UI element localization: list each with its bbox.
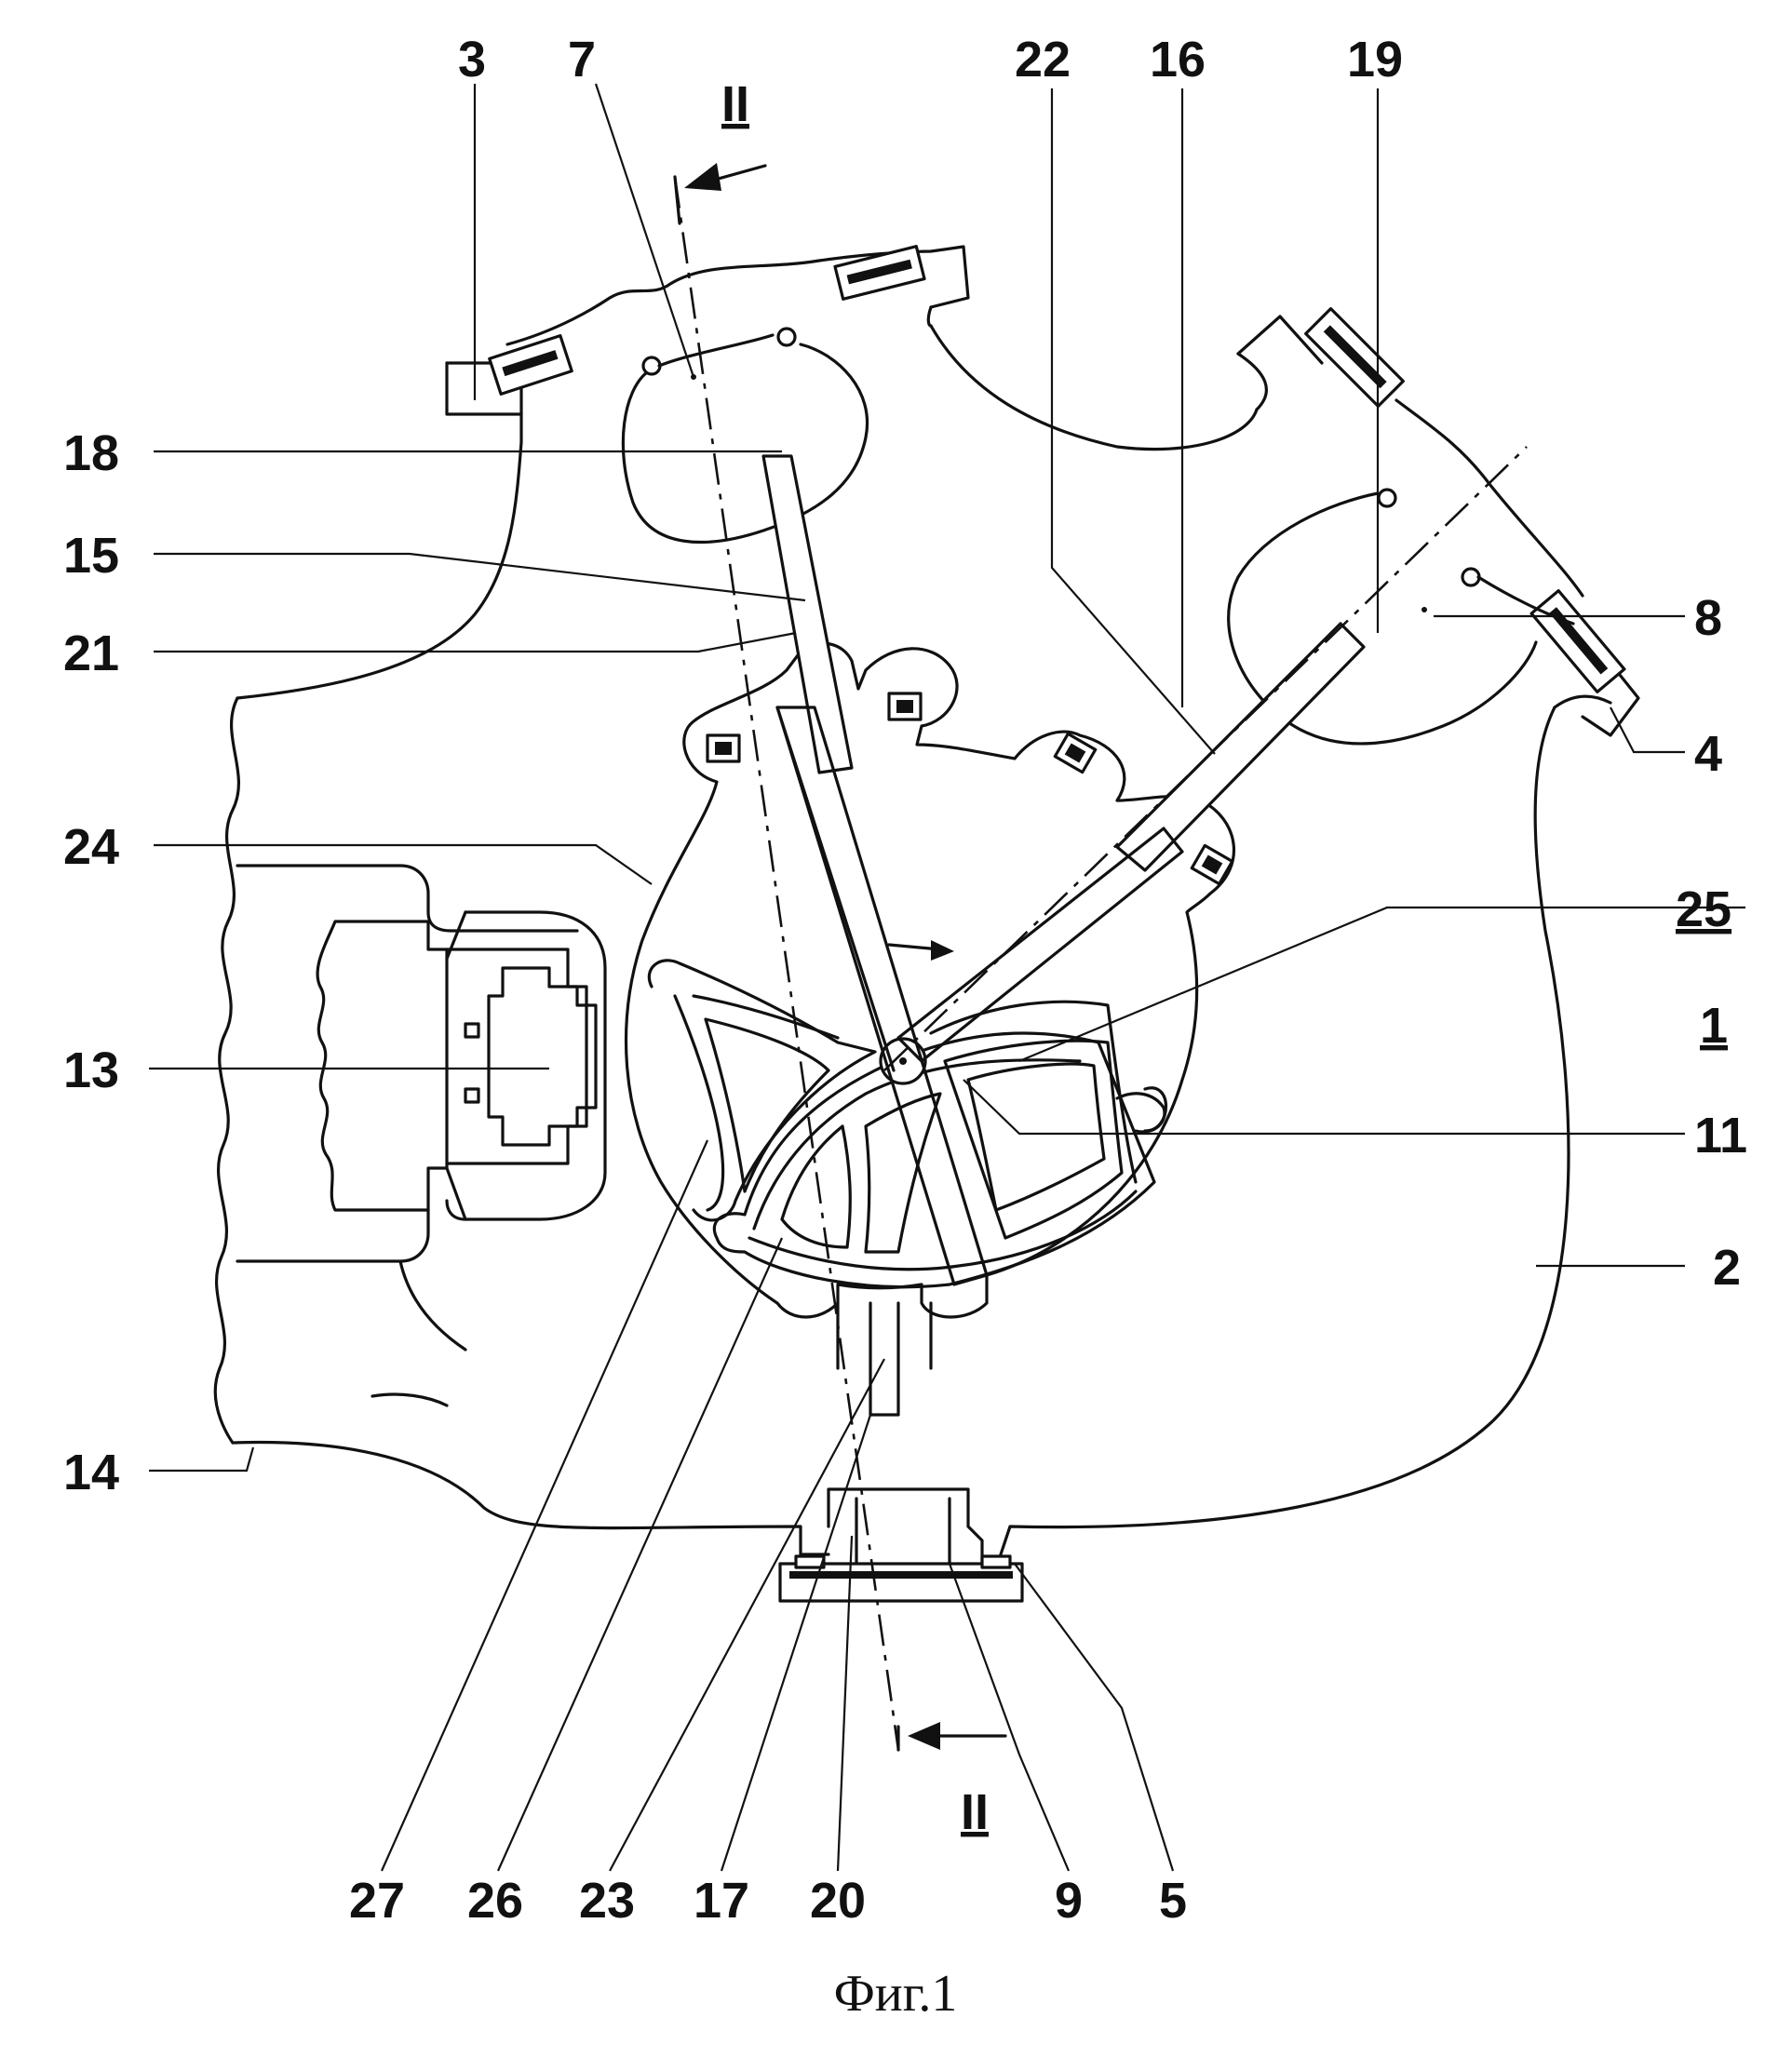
label-1: 1 xyxy=(1700,998,1728,1054)
label-25: 25 xyxy=(1676,881,1731,937)
label-20: 20 xyxy=(810,1873,866,1929)
label-15: 15 xyxy=(63,528,119,584)
label-11: 11 xyxy=(1694,1108,1747,1163)
housing-outline xyxy=(215,326,1610,1554)
label-24: 24 xyxy=(63,819,119,875)
label-4: 4 xyxy=(1694,726,1722,782)
stem-16 xyxy=(898,624,1364,1061)
label-19: 19 xyxy=(1347,32,1403,87)
label-9: 9 xyxy=(1055,1873,1083,1929)
label-27: 27 xyxy=(349,1873,405,1929)
label-22: 22 xyxy=(1015,32,1071,87)
label-14: 14 xyxy=(63,1445,119,1500)
label-5: 5 xyxy=(1159,1873,1187,1929)
section-label-bottom: II xyxy=(961,1784,989,1840)
figure-caption: Фиг.1 xyxy=(834,1965,958,2023)
label-7: 7 xyxy=(568,32,596,87)
label-13: 13 xyxy=(63,1042,119,1098)
section-label-top: II xyxy=(721,76,749,132)
label-23: 23 xyxy=(579,1873,635,1929)
label-3: 3 xyxy=(458,32,486,87)
reference-labels: 3 7 22 16 19 18 15 21 24 13 14 8 4 25 1 … xyxy=(63,32,1747,1929)
label-18: 18 xyxy=(63,425,119,481)
label-16: 16 xyxy=(1150,32,1206,87)
section-arrows xyxy=(675,163,1005,1750)
label-2: 2 xyxy=(1713,1240,1741,1296)
stem-15 xyxy=(763,456,987,1284)
centerlines xyxy=(675,177,1527,1750)
label-17: 17 xyxy=(694,1873,749,1929)
label-21: 21 xyxy=(63,625,119,681)
actuator-13 xyxy=(237,866,605,1405)
bottom-port-5 xyxy=(780,1489,1022,1601)
inlet-channel-7 xyxy=(447,247,968,543)
label-8: 8 xyxy=(1694,590,1722,646)
label-26: 26 xyxy=(467,1873,523,1929)
